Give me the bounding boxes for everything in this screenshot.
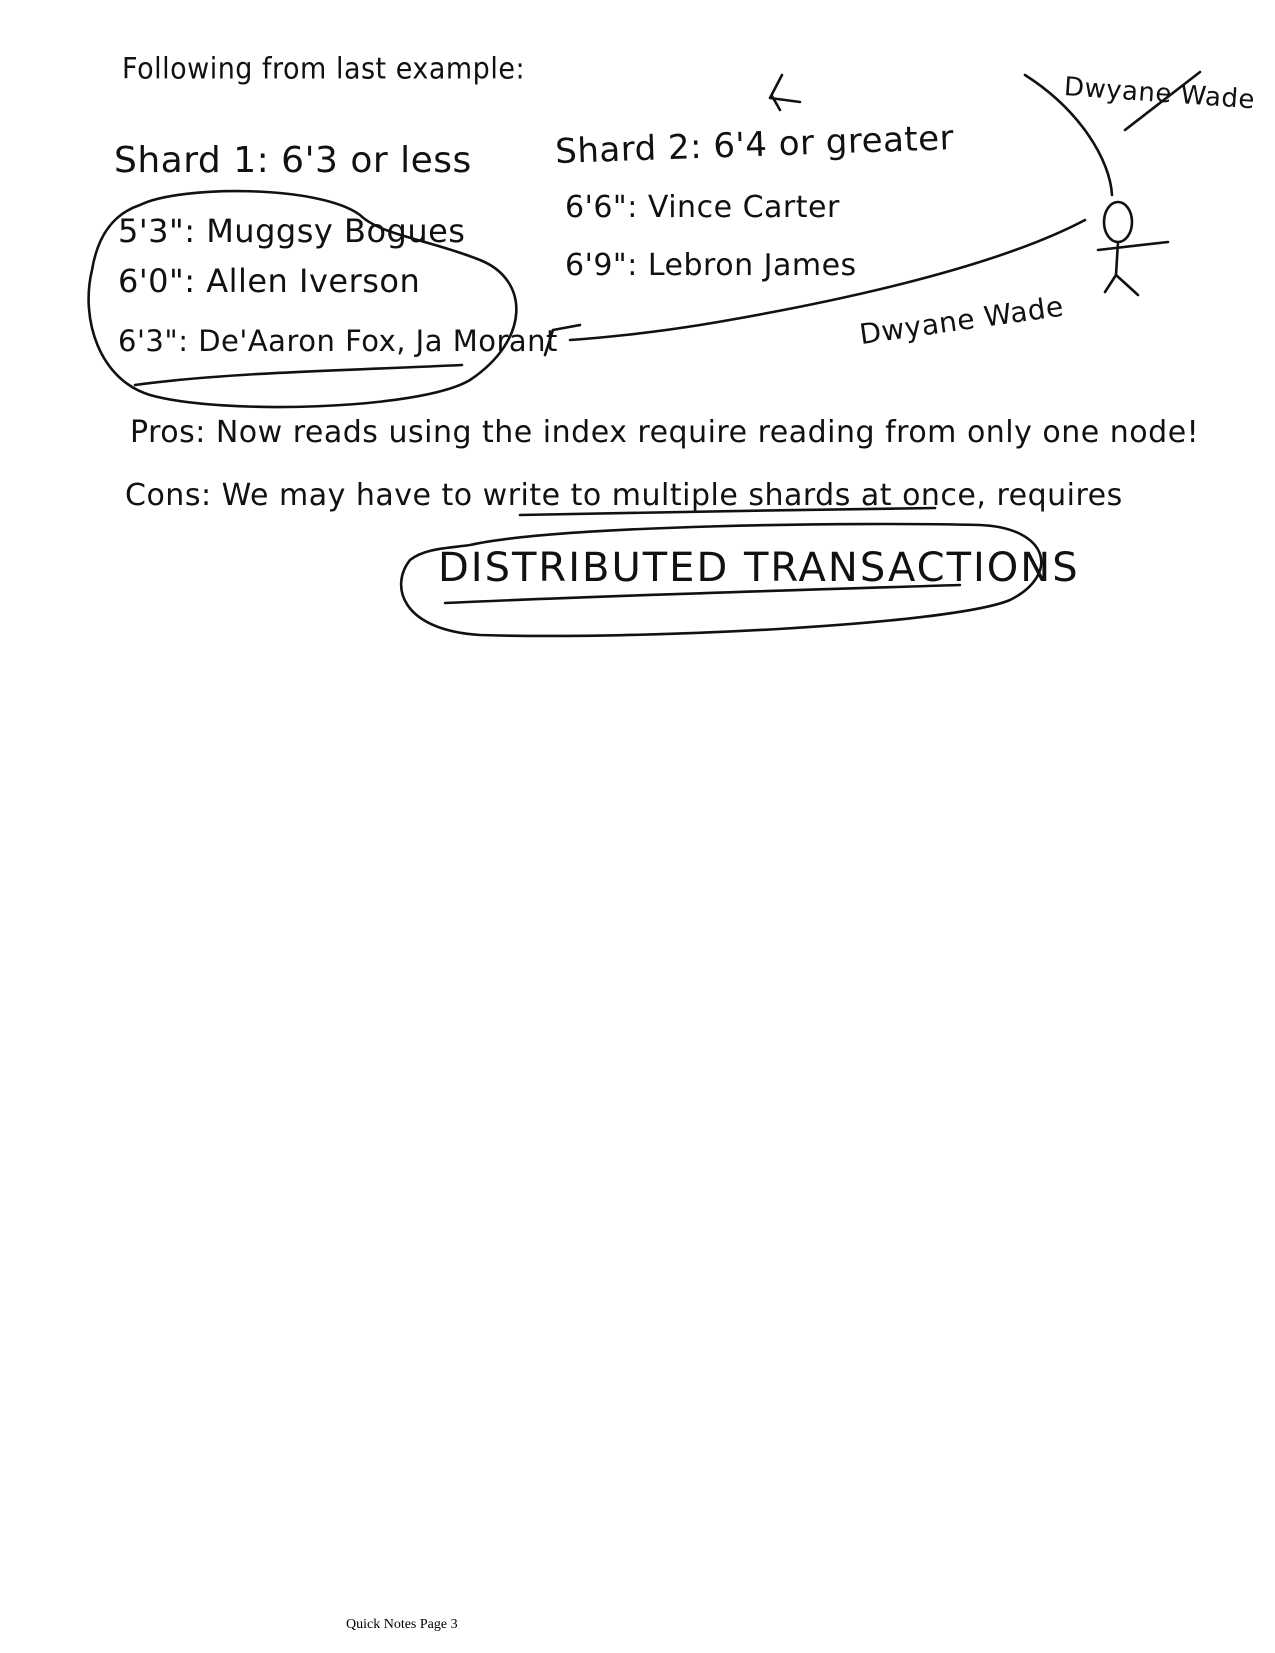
shard1-underline [133,363,464,387]
highlight-text: DISTRIBUTED TRANSACTIONS [438,545,1080,591]
shard2-row: 6'6": Vince Carter [565,190,840,225]
write-underline [518,506,937,517]
highlight-underline [443,583,962,605]
shard1-title: Shard 1: 6'3 or less [114,140,472,181]
move-arrow [568,218,1087,342]
shard1-row: 6'0": Allen Iverson [118,262,421,300]
move-arrowhead [543,323,582,357]
cons-line: Cons: We may have to write to multiple s… [125,478,1123,513]
intro-line: Following from last example: [122,52,526,86]
pros-line: Pros: Now reads using the index require … [130,415,1200,450]
page-footer: Quick Notes Page 3 [346,1617,458,1632]
stick-figure-icon [1096,200,1170,297]
strike-line [1123,70,1202,132]
top-arrow-mark [768,73,802,112]
shard2-row: 6'9": Lebron James [565,248,857,283]
shard1-circle [87,189,518,409]
highlight-ellipse [399,522,1043,638]
top-curve [1023,73,1114,197]
shard1-row: 5'3": Muggsy Bogues [118,212,466,250]
shard1-row: 6'3": De'Aaron Fox, Ja Morant [118,324,558,358]
